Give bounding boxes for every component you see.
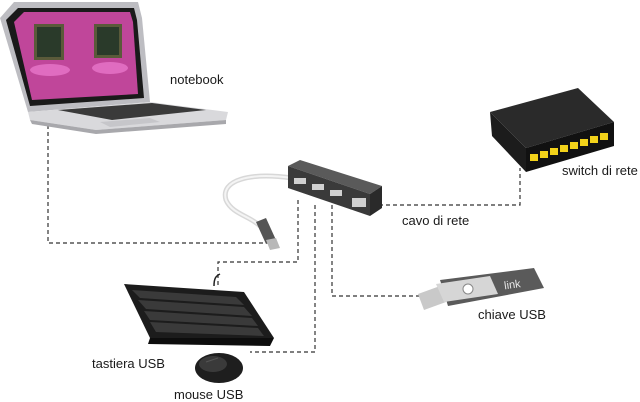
usb-key-image: link [418,268,544,310]
connector-hub-to-switch [372,168,521,206]
connector-hub-to-mouse [250,205,316,353]
usb-key-brand-logo: link [503,278,522,292]
usb-hub-image [222,160,382,250]
label-network-switch: switch di rete [562,163,638,178]
label-keyboard: tastiera USB [92,356,165,371]
keyboard-image [124,273,274,346]
label-network-cable: cavo di rete [402,213,470,228]
notebook-image [0,2,228,134]
connector-hub-to-usb-key [331,205,420,297]
network-switch-image [490,88,614,172]
connector-hub-to-keyboard [217,200,299,285]
label-mouse: mouse USB [174,387,244,402]
connector-notebook-to-hub [47,125,270,244]
connector-lines [47,125,521,353]
label-notebook: notebook [170,72,224,87]
switch-ports [530,133,608,161]
mouse-image [195,353,243,383]
label-usb-key: chiave USB [478,307,546,322]
